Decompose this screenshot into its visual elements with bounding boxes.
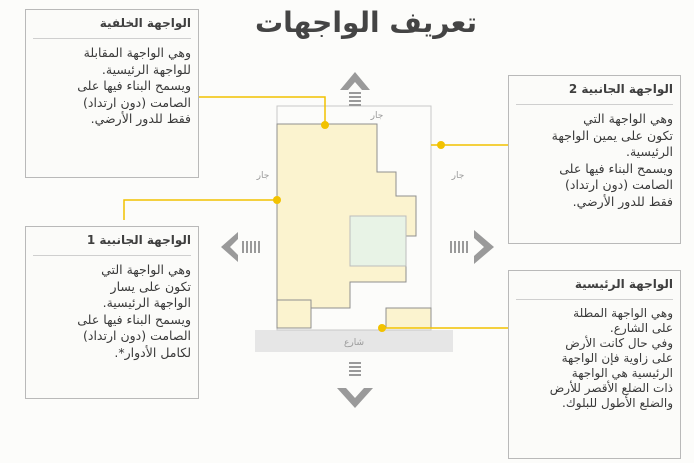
- rear-facade-heading: الواجهة الخلفية: [33, 14, 191, 39]
- neighbor-label-right: جار: [451, 171, 465, 181]
- dot-side1: [273, 196, 281, 204]
- side2-facade-box: الواجهة الجانبية 2 وهي الواجهة التي تكون…: [508, 75, 681, 244]
- main-facade-box: الواجهة الرئيسية وهي الواجهة المطلة على …: [508, 270, 681, 459]
- neighbor-label-top: جار: [370, 111, 384, 121]
- dot-side2: [437, 141, 445, 149]
- street-band: [255, 330, 453, 352]
- side1-facade-text: وهي الواجهة التي تكون على يسار الواجهة ا…: [77, 262, 191, 360]
- neighbor-label-left: جار: [256, 171, 270, 181]
- arrow-left-icon: [221, 232, 260, 262]
- side1-facade-box: الواجهة الجانبية 1 وهي الواجهة التي تكون…: [25, 226, 199, 399]
- courtyard: [349, 215, 407, 267]
- rear-facade-text: وهي الواجهة المقابلة للواجهة الرئيسية. و…: [77, 45, 191, 126]
- rear-facade-box: الواجهة الخلفية وهي الواجهة المقابلة للو…: [25, 9, 199, 178]
- arrow-down-icon: [337, 362, 373, 408]
- side2-facade-heading: الواجهة الجانبية 2: [516, 80, 673, 105]
- street-label: شارع: [344, 338, 364, 348]
- side1-facade-heading: الواجهة الجانبية 1: [33, 231, 191, 256]
- page-title: تعريف الواجهات: [255, 6, 477, 39]
- annex-left: [276, 299, 312, 329]
- dot-rear: [321, 121, 329, 129]
- connector-side1: [123, 199, 277, 220]
- main-facade-heading: الواجهة الرئيسية: [516, 275, 673, 300]
- main-facade-text: وهي الواجهة المطلة على الشارع. وفي حال ك…: [549, 306, 673, 410]
- arrow-right-icon: [450, 230, 494, 264]
- annex-right: [385, 307, 432, 329]
- connector-rear: [198, 96, 326, 124]
- dot-main: [378, 324, 386, 332]
- arrow-up-icon: [340, 72, 370, 106]
- side2-facade-text: وهي الواجهة التي تكون على يمين الواجهة ا…: [551, 111, 673, 209]
